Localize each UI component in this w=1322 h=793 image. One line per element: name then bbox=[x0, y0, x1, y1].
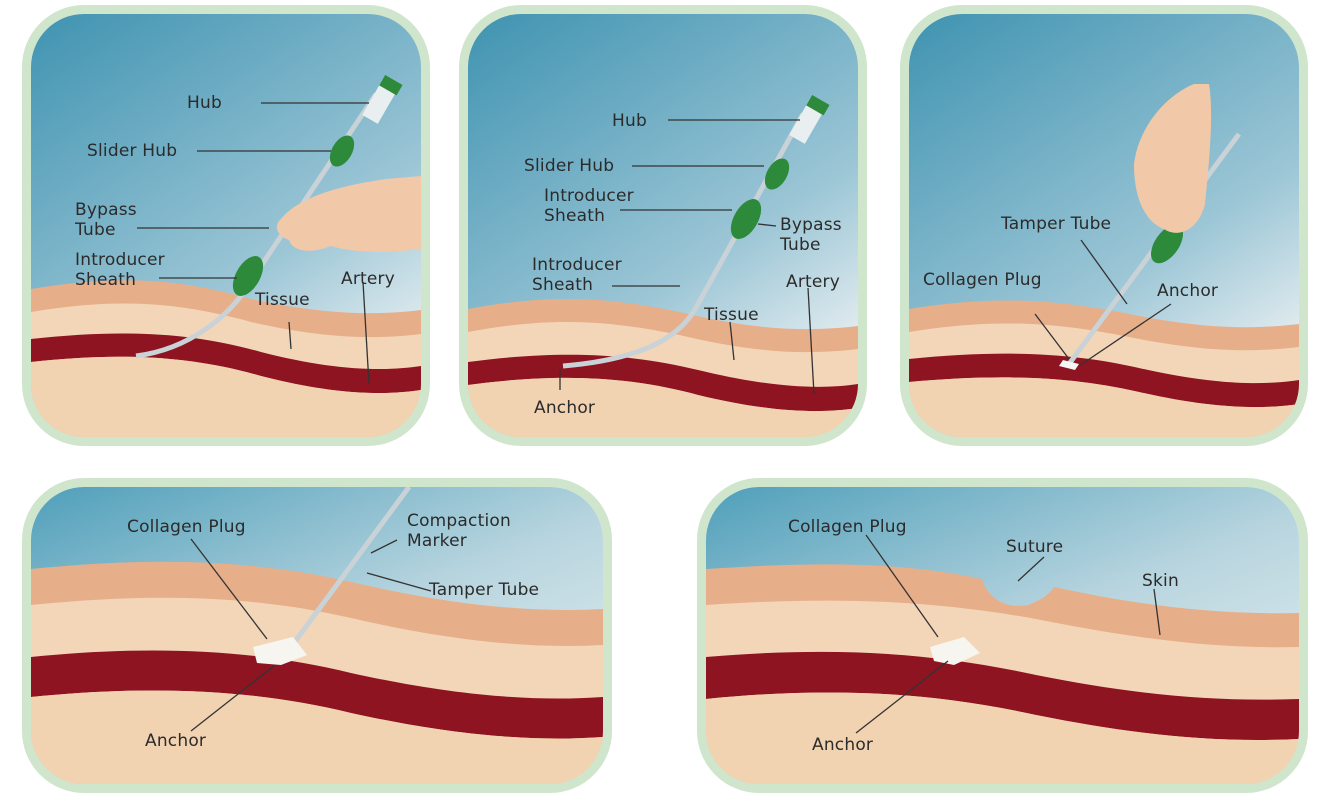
label-tissue: Tissue bbox=[704, 305, 759, 325]
label-artery: Artery bbox=[786, 272, 840, 292]
panel-step-3: Tamper Tube Collagen Plug Anchor bbox=[900, 5, 1308, 446]
label-tamper-tube: Tamper Tube bbox=[429, 580, 539, 600]
label-anchor: Anchor bbox=[812, 735, 873, 755]
panel-step-1: Hub Slider Hub Bypass Tube Introducer Sh… bbox=[22, 5, 430, 446]
panel-step-4: Collagen Plug Compaction Marker Tamper T… bbox=[22, 478, 612, 793]
step-4-illustration bbox=[31, 487, 603, 784]
label-skin: Skin bbox=[1142, 571, 1179, 591]
label-bypass-tube: Bypass Tube bbox=[75, 200, 137, 240]
label-collagen-plug: Collagen Plug bbox=[127, 517, 246, 537]
panel-step-2: Hub Slider Hub Introducer Sheath Bypass … bbox=[459, 5, 867, 446]
label-collagen-plug: Collagen Plug bbox=[788, 517, 907, 537]
label-slider-hub: Slider Hub bbox=[87, 141, 177, 161]
label-suture: Suture bbox=[1006, 537, 1063, 557]
panel-step-5: Collagen Plug Suture Skin Anchor bbox=[697, 478, 1308, 793]
label-hub: Hub bbox=[187, 93, 222, 113]
label-bypass-tube: Bypass Tube bbox=[780, 215, 842, 255]
label-hub: Hub bbox=[612, 111, 647, 131]
label-introducer-sheath: Introducer Sheath bbox=[75, 250, 165, 290]
label-tamper-tube: Tamper Tube bbox=[1001, 214, 1111, 234]
label-artery: Artery bbox=[341, 269, 395, 289]
label-slider-hub: Slider Hub bbox=[524, 156, 614, 176]
label-anchor: Anchor bbox=[1157, 281, 1218, 301]
label-introducer-sheath-upper: Introducer Sheath bbox=[544, 186, 634, 226]
label-anchor: Anchor bbox=[534, 398, 595, 418]
label-anchor: Anchor bbox=[145, 731, 206, 751]
label-introducer-sheath-lower: Introducer Sheath bbox=[532, 255, 622, 295]
label-collagen-plug: Collagen Plug bbox=[923, 270, 1042, 290]
label-tissue: Tissue bbox=[255, 290, 310, 310]
label-compaction-marker: Compaction Marker bbox=[407, 511, 511, 551]
